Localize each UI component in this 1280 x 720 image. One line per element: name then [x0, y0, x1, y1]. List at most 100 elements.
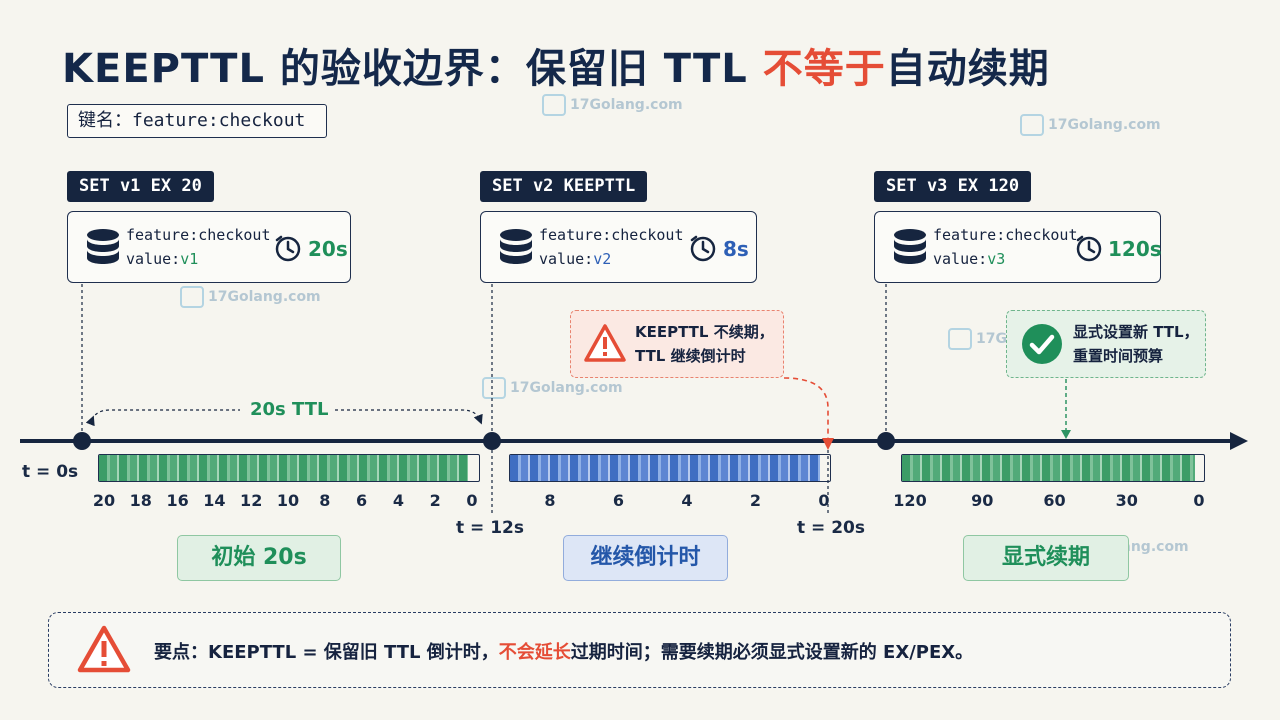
ttl-bar-2 [509, 454, 831, 482]
tick-label: 8 [544, 491, 556, 510]
tick-label: 8 [319, 491, 331, 510]
timer-icon [690, 235, 716, 262]
ttl-bar-3 [901, 454, 1205, 482]
tick-label: 2 [429, 491, 441, 510]
key-point-text: 要点：KEEPTTL = 保留旧 TTL 倒计时，不会延长过期时间；需要续期必须… [154, 638, 973, 664]
tick-label: 4 [392, 491, 404, 510]
stage-renewal: 显式续期 [963, 535, 1129, 581]
span-left-arrow [85, 409, 240, 427]
command-label-1: SET v1 EX 20 [67, 171, 214, 202]
title-suffix: 自动续期 [885, 46, 1050, 92]
tick-label: 6 [612, 491, 625, 510]
key-name-box: 键名：feature:checkout [67, 104, 327, 138]
warning-line-2: TTL 继续倒计时 [635, 347, 746, 365]
ttl-bar-fill [902, 455, 1195, 481]
database-icon [894, 229, 926, 264]
command-label-3: SET v3 EX 120 [874, 171, 1032, 202]
ttl-bar-fill [99, 455, 468, 481]
warning-callout: KEEPTTL 不续期， TTL 继续倒计时 [570, 310, 784, 378]
watermark: 17Golang.com [542, 94, 683, 116]
ttl-value: 8s [723, 237, 749, 261]
tick-label: 16 [166, 491, 189, 510]
watermark-logo-icon [180, 286, 204, 308]
watermark-logo-icon [948, 328, 972, 350]
key-card-1: feature:checkout value:v1 20s [67, 211, 351, 283]
title-highlight: 不等于 [762, 46, 886, 92]
tick-label: 2 [749, 491, 762, 510]
tick-label: 60 [1043, 491, 1066, 510]
watermark-text: 17Golang.com [510, 380, 623, 396]
tick-label: 12 [240, 491, 263, 510]
tick-label: 0 [1193, 491, 1205, 510]
tick-label: 30 [1115, 491, 1138, 510]
warn-arrowhead [822, 438, 834, 450]
timer-icon [275, 235, 301, 262]
key-value: feature:checkout [132, 110, 306, 131]
time-label-start: t = 0s [22, 462, 79, 482]
span-right-arrow [335, 409, 483, 425]
warning-icon [584, 324, 626, 362]
tick-label: 20 [92, 491, 116, 510]
tick-label: 4 [681, 491, 693, 510]
key-value-line: value:v3 [933, 250, 1005, 268]
watermark: 17Golang.com [1020, 114, 1161, 136]
ttl-bar-fill [510, 455, 821, 481]
key-name: feature:checkout [126, 226, 271, 244]
value-label: value: [539, 250, 594, 268]
note-suffix: 过期时间；需要续期必须显式设置新的 EX/PEX。 [570, 642, 974, 663]
timer-icon [1076, 235, 1102, 262]
note-prefix: 要点：KEEPTTL = 保留旧 TTL 倒计时， [154, 642, 499, 663]
warning-icon [77, 625, 131, 673]
tick-label: 10 [276, 491, 300, 510]
ok-arrowhead [1061, 430, 1071, 439]
key-value-line: value:v2 [539, 250, 611, 268]
key-card-2: feature:checkout value:v2 8s [480, 211, 757, 283]
renew-callout: 显式设置新 TTL， 重置时间预算 [1006, 310, 1206, 378]
watermark-text: 17Golang.com [208, 289, 321, 305]
tick-label: 6 [356, 491, 368, 510]
watermark-text: 17Golang.com [570, 97, 683, 113]
note-highlight: 不会延长 [498, 642, 571, 663]
watermark-logo-icon [482, 377, 506, 399]
value-text: v2 [593, 250, 612, 268]
watermark-logo-icon [542, 94, 566, 116]
value-label: value: [933, 250, 988, 268]
key-value-line: value:v1 [126, 250, 198, 268]
watermark: 17Golang.com [180, 286, 321, 308]
timeline-point [877, 432, 895, 450]
stage-initial: 初始 20s [177, 535, 341, 581]
ttl-value: 120s [1108, 237, 1162, 261]
key-name: feature:checkout [539, 226, 684, 244]
value-text: v3 [987, 250, 1006, 268]
check-circle-icon [1022, 324, 1062, 364]
timeline-arrowhead [1230, 432, 1248, 450]
key-label: 键名： [78, 110, 132, 131]
time-label-20s: t = 20s [797, 518, 865, 538]
value-label: value: [126, 250, 181, 268]
tick-label: 14 [203, 491, 226, 510]
tick-label: 120 [893, 491, 927, 510]
tick-label: 0 [818, 491, 830, 510]
warning-line-1: KEEPTTL 不续期， [635, 323, 774, 341]
title-prefix: KEEPTTL 的验收边界：保留旧 TTL [62, 46, 763, 92]
database-icon [87, 229, 119, 264]
warn-arrow [783, 377, 829, 440]
watermark: 17Golang.com [482, 377, 623, 399]
tick-label: 0 [466, 491, 478, 510]
key-point-note [48, 612, 1231, 688]
tick-label: 18 [129, 491, 152, 510]
ttl-bar-1 [98, 454, 480, 482]
time-label-12s: t = 12s [456, 518, 524, 538]
key-name: feature:checkout [933, 226, 1078, 244]
ttl-value: 20s [308, 237, 348, 261]
database-icon [500, 229, 532, 264]
renew-line-2: 重置时间预算 [1073, 347, 1164, 365]
command-label-2: SET v2 KEEPTTL [480, 171, 648, 202]
timeline-point [73, 432, 91, 450]
page-title: KEEPTTL 的验收边界：保留旧 TTL 不等于自动续期 [62, 36, 1050, 94]
value-text: v1 [180, 250, 199, 268]
stage-countdown: 继续倒计时 [563, 535, 728, 581]
span-label: 20s TTL [250, 399, 329, 420]
renew-line-1: 显式设置新 TTL， [1073, 323, 1199, 341]
